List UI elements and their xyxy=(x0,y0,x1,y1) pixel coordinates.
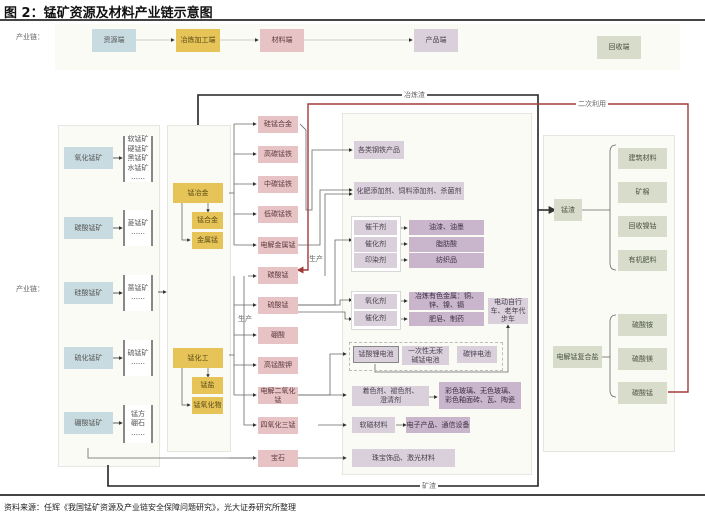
material-item: 宝石 xyxy=(258,450,298,467)
slag-use: 矿棉 xyxy=(618,182,667,203)
salt-component: 硫酸铵 xyxy=(618,314,667,336)
material-item: 电解金属锰 xyxy=(258,237,298,254)
stage-material: 材料端 xyxy=(260,29,304,52)
mineral: 水锰矿 xyxy=(127,163,149,172)
material-item: 硼酸 xyxy=(258,327,298,344)
top-rule xyxy=(0,19,705,21)
smelting-chemical: 锰化工 xyxy=(173,348,223,368)
smelting-child: 锰合金 xyxy=(192,212,223,229)
smelting-child: 锰氧化物 xyxy=(192,397,223,414)
agent-use: 肥皂、制药 xyxy=(409,312,484,326)
mineral-list: 蔷锰矿 …… xyxy=(123,275,153,311)
material-item: 硅锰合金 xyxy=(258,116,298,133)
battery-item: 锰酸锂电池 xyxy=(353,346,399,363)
smelting-child: 金属锰 xyxy=(192,232,223,249)
produce-label-2: 生产 xyxy=(238,315,252,323)
mineral: 软锰矿 xyxy=(127,135,149,144)
stage-recycle: 回收端 xyxy=(597,36,641,59)
salt-component: 碳酸锰 xyxy=(618,382,667,404)
ore-type: 碳酸锰矿 xyxy=(64,217,113,239)
mineral: …… xyxy=(131,358,145,366)
batteries-group xyxy=(349,342,503,371)
mineral: …… xyxy=(131,428,145,437)
mineral: …… xyxy=(131,228,145,236)
battery-item: 碳锌电池 xyxy=(457,346,497,363)
mineral-list: 硫锰矿 …… xyxy=(123,340,153,376)
material-item: 四氧化三锰 xyxy=(258,417,298,434)
agent-item: 氧化剂 xyxy=(354,294,397,309)
material-item: 高锰酸钾 xyxy=(258,357,298,374)
battery-item: 一次性无汞碱锰电池 xyxy=(402,346,449,365)
mineral-list: 锰方 硼石 …… xyxy=(123,405,153,443)
agent-use: 油漆、油墨 xyxy=(409,220,484,235)
mineral: 菱锰矿 xyxy=(127,218,149,227)
slag-use: 建筑材料 xyxy=(618,148,667,169)
agent-use: 脂肪酸 xyxy=(409,237,484,252)
ore-type: 硼酸锰矿 xyxy=(64,412,113,434)
product-colorants: 着色剂、褪色剂、澄清剂 xyxy=(352,386,429,406)
slag-use: 回收镍钴 xyxy=(618,216,667,237)
mineral-list: 菱锰矿 …… xyxy=(123,210,153,246)
agent-item: 催化剂 xyxy=(354,237,397,252)
product-electronics: 电子产品、通信设备 xyxy=(406,417,470,433)
product-additives: 化肥添加剂、饲料添加剂、杀菌剂 xyxy=(354,182,464,200)
material-item: 硫酸锰 xyxy=(258,297,298,314)
tailings-label: 矿渣 xyxy=(420,481,438,491)
product-steel: 各类钢铁产品 xyxy=(354,141,404,159)
material-item: 高碳锰铁 xyxy=(258,146,298,163)
mineral: 黑锰矿 xyxy=(127,154,149,163)
recycle-slag: 锰渣 xyxy=(554,199,582,221)
bottom-rule xyxy=(0,494,705,496)
stage-resource: 资源端 xyxy=(92,29,136,52)
mineral: …… xyxy=(131,173,145,182)
agent-item: 催化剂 xyxy=(354,311,397,326)
mineral: 硬锰矿 xyxy=(127,144,149,153)
material-item: 碳酸锰 xyxy=(258,267,298,284)
product-jewelry: 珠宝饰品、激光材料 xyxy=(352,449,455,467)
main-chain-label: 产业链： xyxy=(16,285,44,293)
agent-item: 催干剂 xyxy=(354,220,397,235)
product-vehicles: 电动自行车、老年代步车 xyxy=(488,298,528,324)
header-label: 产业链： xyxy=(16,33,44,41)
product-glass: 彩色玻璃、无色玻璃、彩色釉面砖、瓦、陶瓷 xyxy=(439,382,521,409)
stage-product: 产品端 xyxy=(414,29,458,52)
mineral: 硫锰矿 xyxy=(127,348,149,357)
mineral: 锰方 xyxy=(131,409,145,418)
material-item: 中碳锰铁 xyxy=(258,176,298,193)
ore-type: 硫化锰矿 xyxy=(64,347,113,369)
figure-title: 图 2：锰矿资源及材料产业链示意图 xyxy=(4,6,213,21)
material-item: 电解二氧化锰 xyxy=(258,387,298,404)
reuse-label: 二次利用 xyxy=(576,99,608,109)
slag-label: 冶炼渣 xyxy=(402,90,427,100)
ore-type: 硅酸锰矿 xyxy=(64,282,113,304)
salt-component: 硫酸镁 xyxy=(618,348,667,370)
produce-label-1: 生产 xyxy=(309,255,323,263)
agent-use: 纺织品 xyxy=(409,253,484,268)
stage-smelting: 冶炼加工端 xyxy=(176,29,220,52)
agent-item: 印染剂 xyxy=(354,253,397,268)
header-panel xyxy=(55,24,680,70)
smelting-metallurgy: 锰冶金 xyxy=(173,183,223,203)
mineral: 蔷锰矿 xyxy=(127,283,149,292)
smelting-child: 锰盐 xyxy=(192,377,223,394)
agent-use: 冶炼有色金属：铜、锌、镍、镉 xyxy=(409,292,484,310)
material-item: 低碳锰铁 xyxy=(258,206,298,223)
mineral: …… xyxy=(131,293,145,301)
product-magnetic: 软磁材料 xyxy=(352,417,395,433)
recycle-compound-salt: 电解锰复合盐 xyxy=(553,346,602,368)
slag-use: 有机肥料 xyxy=(618,250,667,271)
ore-type: 氧化锰矿 xyxy=(64,147,113,169)
source-note: 资料来源：任辉《我国锰矿资源及产业链安全保障问题研究》，光大证券研究所整理 xyxy=(4,503,296,512)
mineral: 硼石 xyxy=(131,419,145,428)
mineral-list: 软锰矿 硬锰矿 黑锰矿 水锰矿 …… xyxy=(123,135,153,182)
